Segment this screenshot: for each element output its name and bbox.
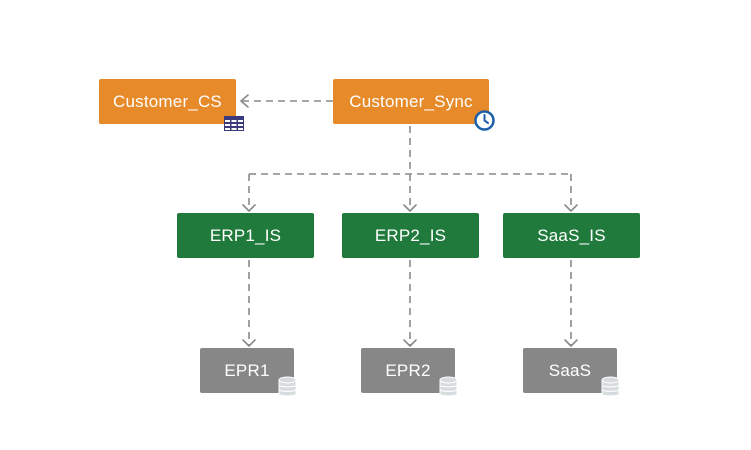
node-epr1[interactable]: EPR1 <box>200 348 294 393</box>
arrowhead-epr2 <box>403 339 417 347</box>
node-saas-is[interactable]: SaaS_IS <box>503 213 640 258</box>
node-label: SaaS_IS <box>537 225 606 245</box>
node-customer-cs[interactable]: Customer_CS <box>99 79 236 124</box>
database-icon <box>278 376 297 403</box>
node-label: ERP1_IS <box>209 225 282 245</box>
arrowhead-erp1 <box>242 204 256 212</box>
node-epr2[interactable]: EPR2 <box>361 348 455 393</box>
node-saas[interactable]: SaaS <box>523 348 617 393</box>
node-erp2-is[interactable]: ERP2_IS <box>342 213 479 258</box>
arrowhead-epr1 <box>242 339 256 347</box>
arrowhead-saas <box>564 339 578 347</box>
database-icon <box>601 376 620 403</box>
node-label: ERP2_IS <box>374 225 447 245</box>
database-icon <box>439 376 458 403</box>
table-icon <box>224 116 244 136</box>
clock-icon <box>474 110 495 136</box>
node-customer-sync[interactable]: Customer_Sync <box>333 79 489 124</box>
node-label: Customer_CS <box>113 91 222 111</box>
node-label: EPR1 <box>224 360 270 380</box>
node-erp1-is[interactable]: ERP1_IS <box>177 213 314 258</box>
node-label: Customer_Sync <box>349 91 473 111</box>
node-label: EPR2 <box>385 360 431 380</box>
arrowhead-cs <box>240 94 249 108</box>
arrowhead-erp2 <box>403 204 417 212</box>
arrowhead-saas-is <box>564 204 578 212</box>
node-label: SaaS <box>548 360 592 380</box>
